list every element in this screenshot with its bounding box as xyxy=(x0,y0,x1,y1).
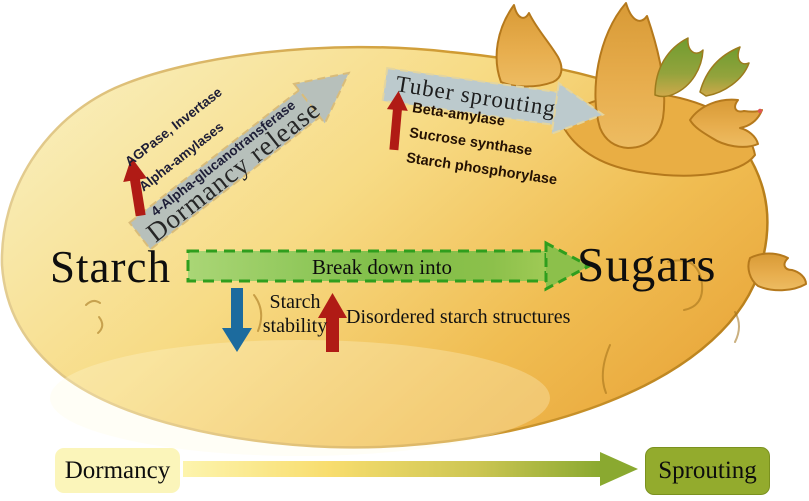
sprouting-badge: Sprouting xyxy=(645,447,770,495)
sprout-icon xyxy=(689,98,763,148)
dormancy-badge-label: Dormancy xyxy=(64,456,171,484)
potato-texture-marks xyxy=(85,107,740,394)
sugars-title: Sugars xyxy=(577,237,717,292)
side-sprout-icon xyxy=(747,252,807,292)
leaf-icon xyxy=(654,37,704,98)
leaf-icon xyxy=(699,46,750,97)
potato-illustration xyxy=(0,45,769,456)
potato-sprouts xyxy=(495,2,807,292)
sprout-icon xyxy=(594,2,666,149)
sprout-icon xyxy=(495,4,563,88)
tuber-sprouting-arrow xyxy=(381,67,605,136)
starch-title: Starch xyxy=(50,242,171,292)
sprout-tip-dot xyxy=(757,108,763,114)
starch-stability-label: Starch stability xyxy=(262,291,328,337)
disordered-structures-label: Disordered starch structures xyxy=(346,306,571,328)
red-up-arrow-icon xyxy=(386,91,408,151)
timeline-arrow xyxy=(183,452,638,486)
breakdown-label: Break down into xyxy=(312,255,452,279)
red-up-arrow-icon xyxy=(123,157,147,217)
sprouting-badge-label: Sprouting xyxy=(658,457,757,484)
blue-down-arrow-icon xyxy=(222,288,252,352)
dormancy-badge: Dormancy xyxy=(55,448,180,493)
potato-highlight xyxy=(50,340,550,456)
dormancy-release-arrow xyxy=(128,71,351,251)
breakdown-arrow xyxy=(186,240,593,292)
red-up-arrow-icon xyxy=(318,293,347,352)
